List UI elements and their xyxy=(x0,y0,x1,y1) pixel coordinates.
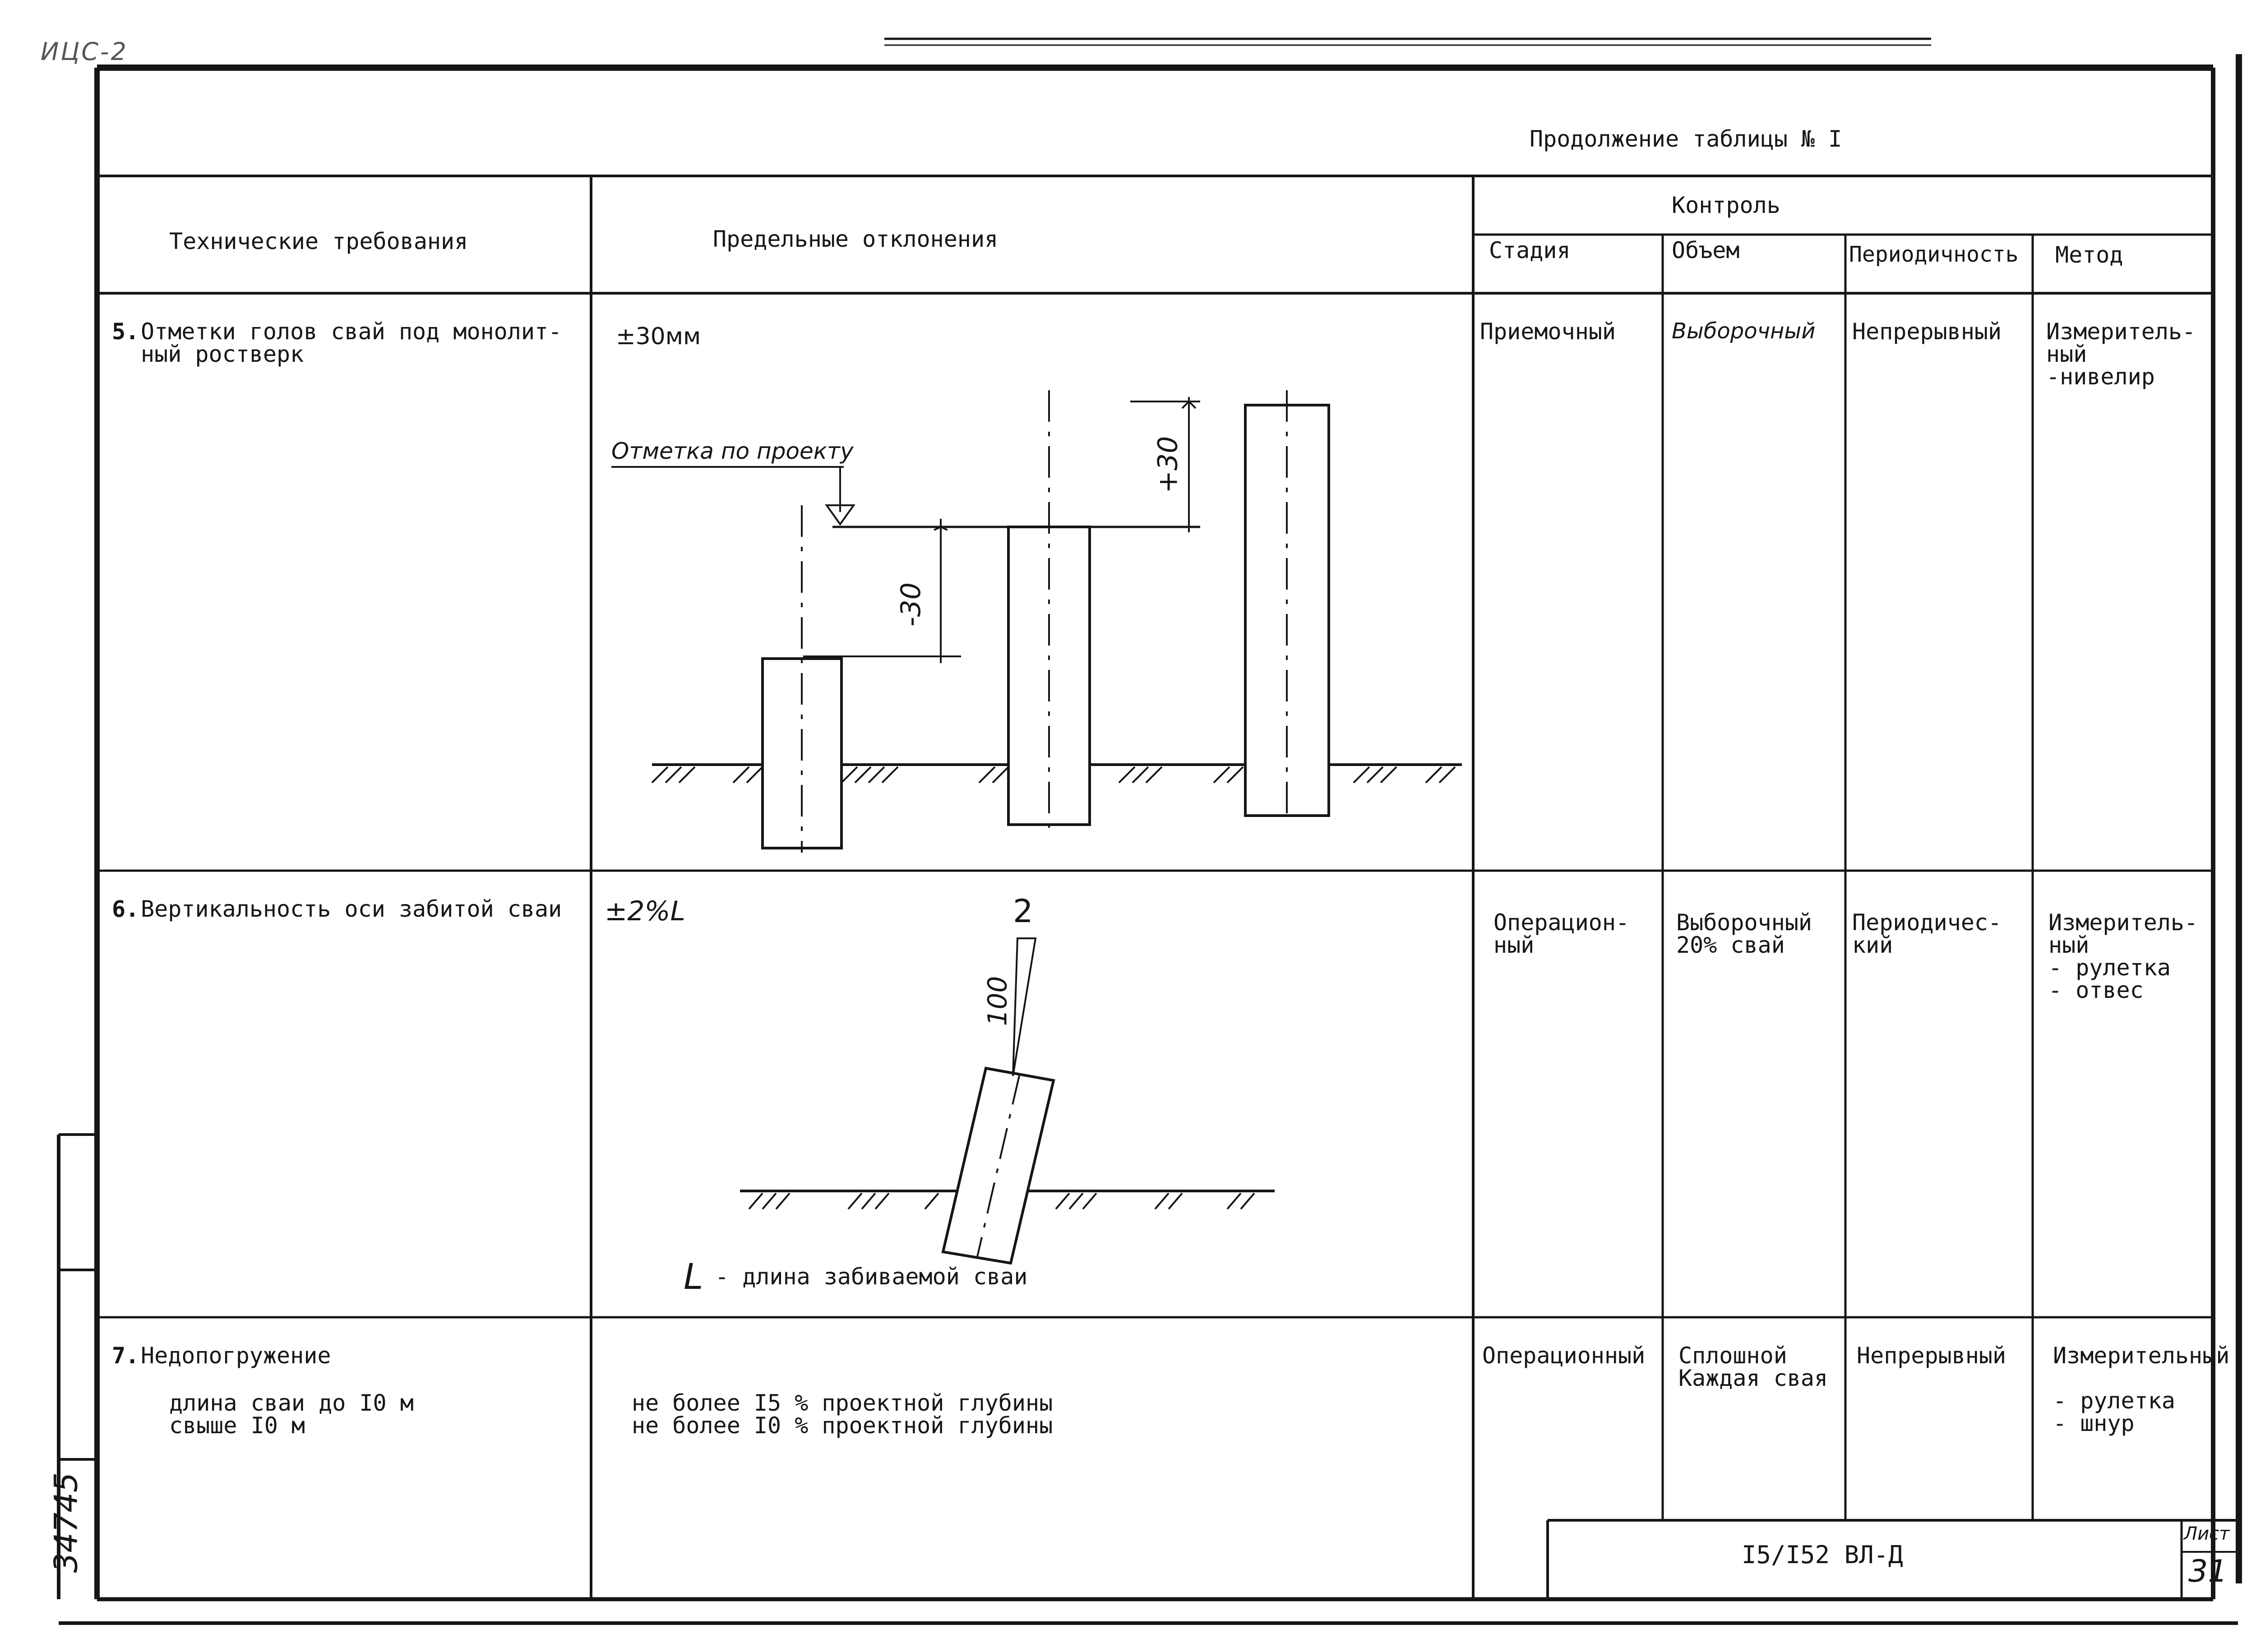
row7-deviation: не более I5 % проектной глубины не более… xyxy=(632,1390,1053,1439)
row7-stage: Операционный xyxy=(1482,1343,1646,1369)
project-mark-label: Отметка по проекту xyxy=(611,438,854,464)
side-stamp-number: 34745 xyxy=(47,1472,85,1573)
row5-periodicity: Непрерывный xyxy=(1852,318,2002,345)
pile-inclination-diagram xyxy=(740,937,1275,1265)
row6-method: Измеритель- ный - рулетка - отвес xyxy=(2048,909,2198,1003)
stamp-top-left: ИЦС-2 xyxy=(41,37,128,66)
row6-stage: Операцион- ный xyxy=(1493,909,1630,958)
row7-sub-requirement: длина сваи до I0 м свыше I0 м xyxy=(169,1390,414,1439)
row7-method: Измерительный - рулетка - шнур xyxy=(2053,1343,2230,1436)
length-symbol: L xyxy=(684,1257,703,1297)
ground-hatch xyxy=(651,766,1456,784)
row7-periodicity: Непрерывный xyxy=(1857,1343,2006,1369)
slope-triangle xyxy=(1012,937,1037,1076)
pile-axes xyxy=(801,390,1288,853)
design-mark-arrow xyxy=(825,504,855,526)
row7-volume: Сплошной Каждая свая xyxy=(1678,1343,1828,1391)
row5-deviation: ±30мм xyxy=(616,323,701,350)
slope-label-100: 100 xyxy=(982,976,1013,1026)
length-caption: - длина забиваемой сваи xyxy=(715,1264,1028,1290)
row6-volume: Выборочный 20% свай xyxy=(1676,909,1812,958)
row5-stage: Приемочный xyxy=(1480,318,1616,345)
header-periodicity: Периодичность xyxy=(1849,242,2019,267)
inclined-pile xyxy=(941,1066,1055,1265)
row5-method: Измеритель- ный -нивелир xyxy=(2046,318,2196,390)
header-requirements: Технические требования xyxy=(169,228,468,254)
header-method: Метод xyxy=(2055,242,2123,268)
sheet-label: Лист xyxy=(2184,1523,2230,1544)
header-control: Контроль xyxy=(1672,192,1780,218)
plus-dimension-label: +30 xyxy=(1152,436,1184,494)
sheet-number: 31 xyxy=(2188,1554,2228,1589)
row7-number: 7. xyxy=(112,1343,139,1369)
row6-deviation: ±2%L xyxy=(605,895,685,927)
document-code: I5/I52 ВЛ-Д xyxy=(1742,1541,1903,1569)
pile-elevation-diagram xyxy=(611,390,1462,853)
header-deviations: Предельные отклонения xyxy=(713,226,999,252)
row7-requirement: Недопогружение xyxy=(141,1343,331,1369)
slope-label-2: 2 xyxy=(1013,893,1033,930)
row6-periodicity: Периодичес- кий xyxy=(1852,909,2002,958)
row5-requirement: Отметки голов свай под монолит- ный рост… xyxy=(141,318,562,367)
table-caption: Продолжение таблицы № I xyxy=(1530,126,1842,152)
row6-number: 6. xyxy=(112,896,139,922)
header-volume: Объем xyxy=(1672,237,1740,263)
ground-hatch-2 xyxy=(748,1192,1255,1210)
row6-requirement: Вертикальность оси забитой сваи xyxy=(141,896,562,922)
minus-dimension-label: -30 xyxy=(895,582,927,627)
row5-number: 5. xyxy=(112,318,139,345)
row5-volume: Выборочный xyxy=(1672,318,1816,344)
header-stage: Стадия xyxy=(1489,237,1571,263)
